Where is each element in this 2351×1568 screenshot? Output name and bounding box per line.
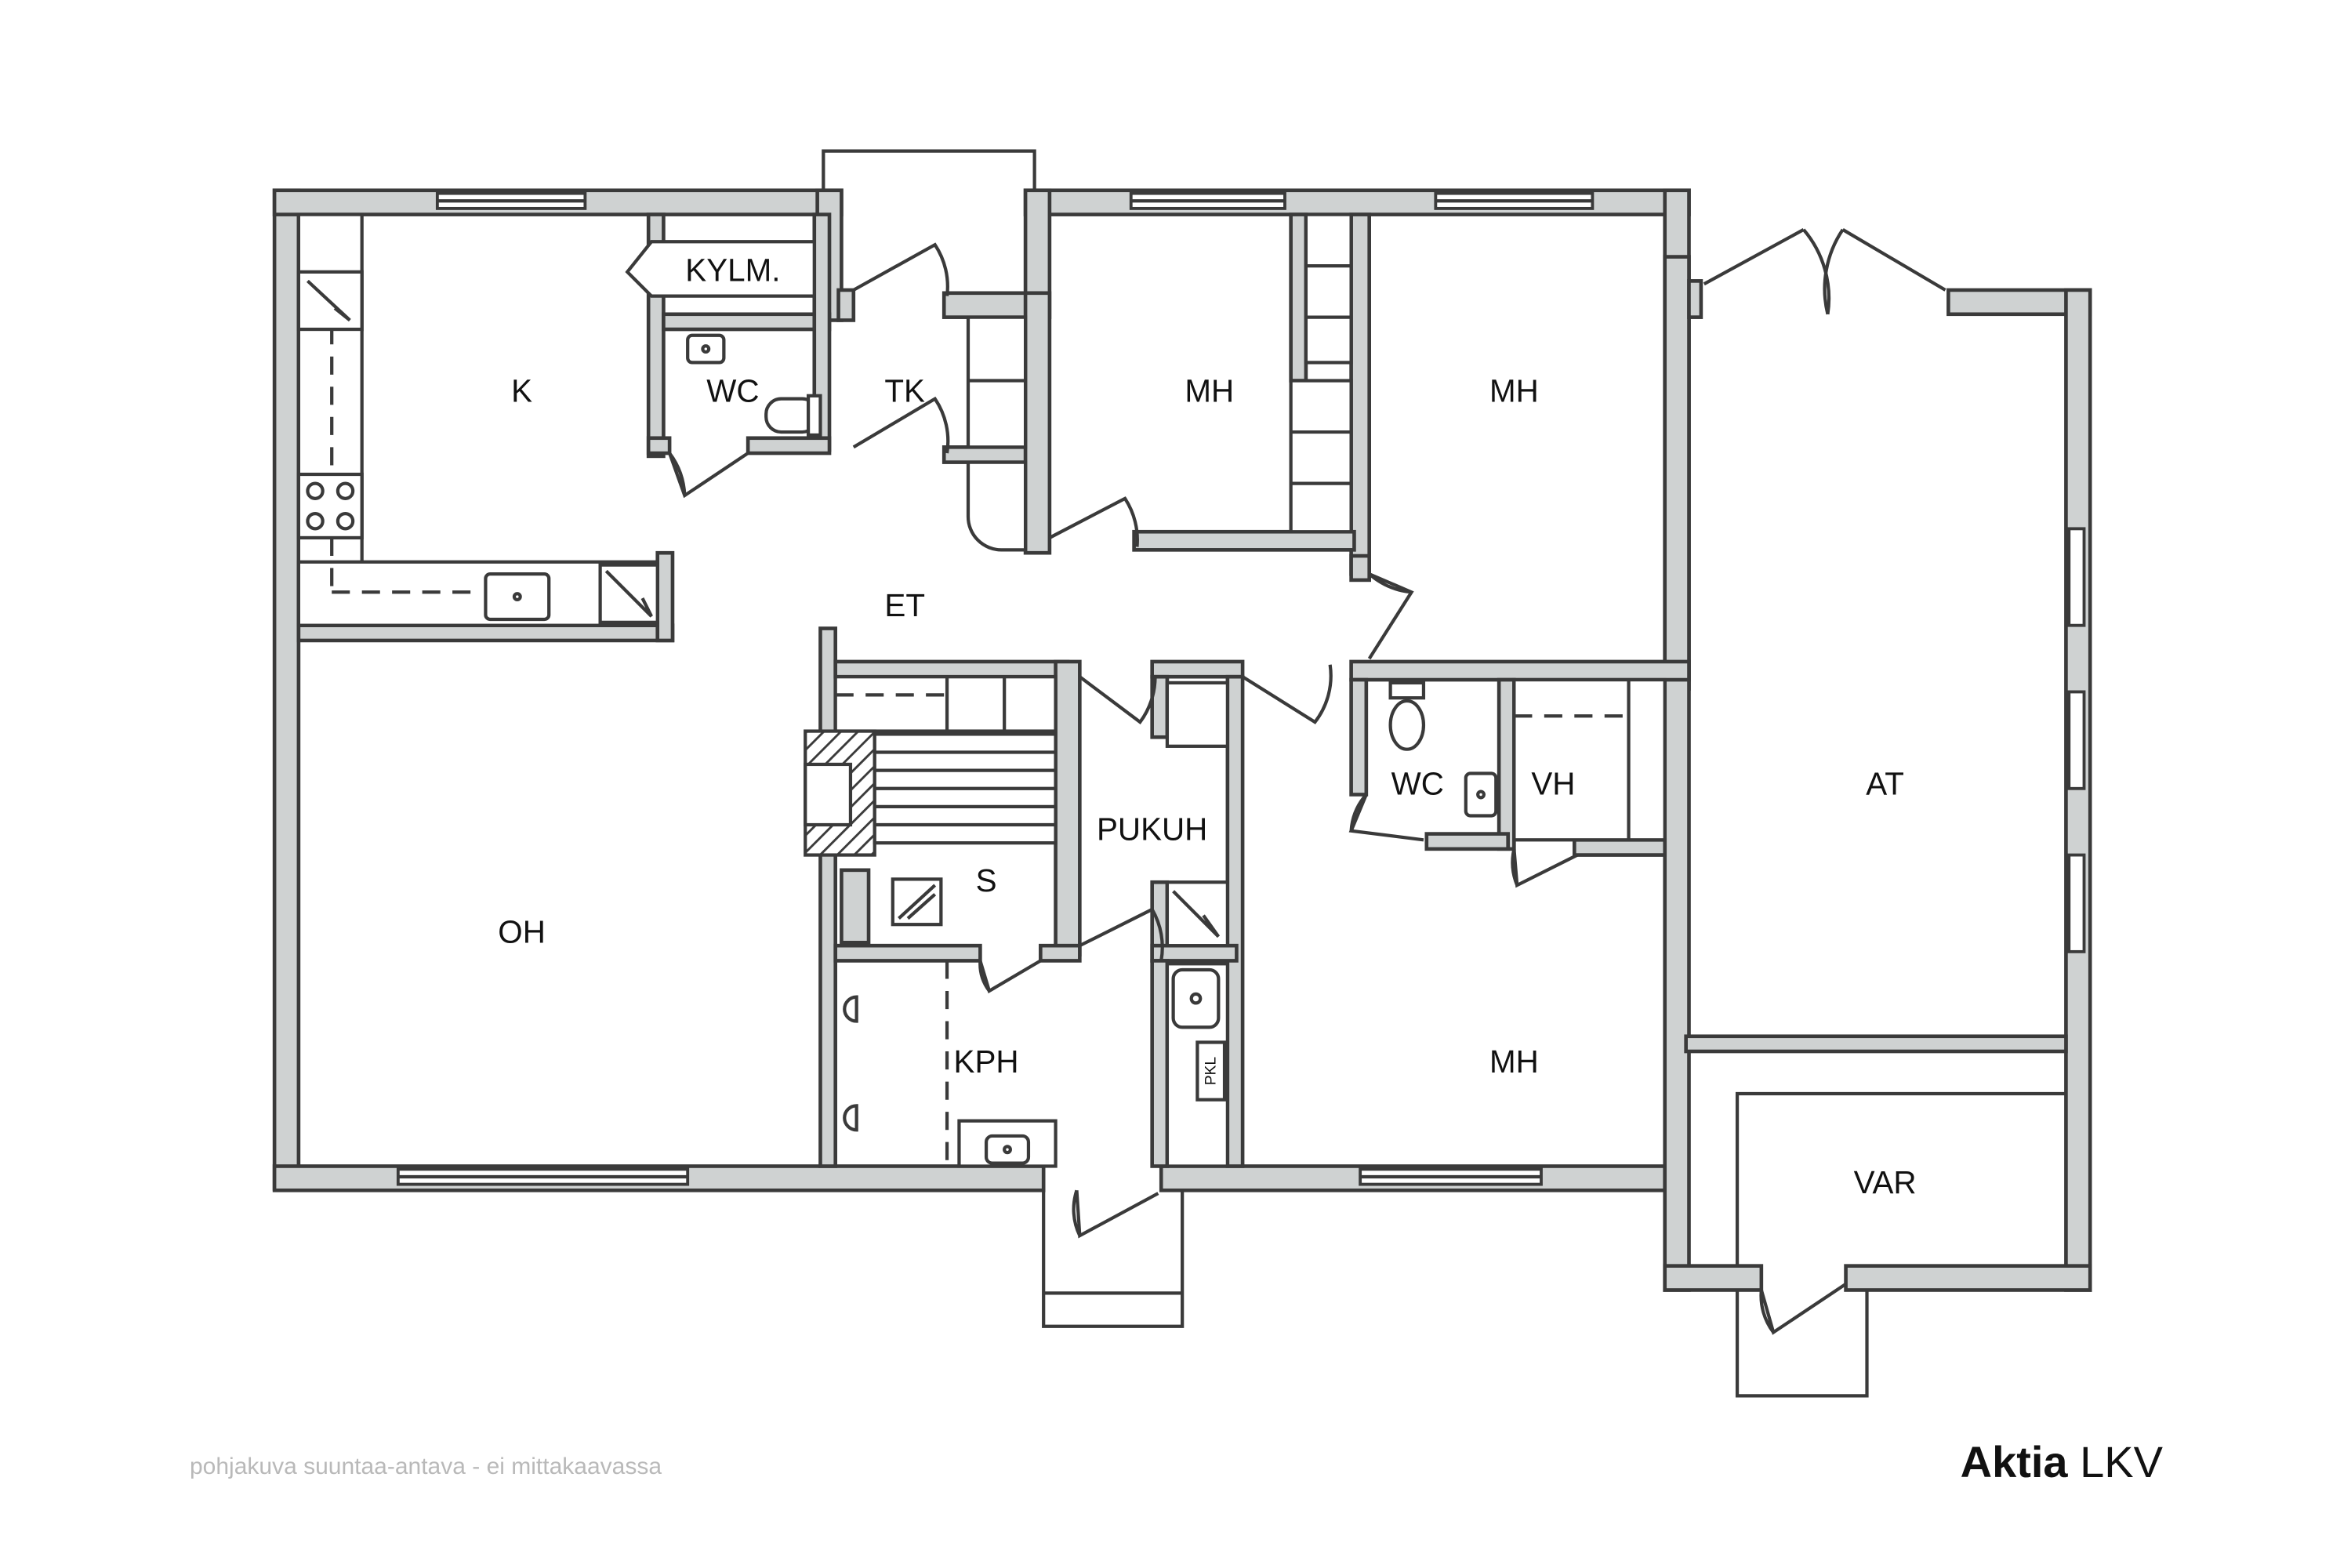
room-labels: K KYLM. WC TK MH MH ET AT OH PUKUH S WC …: [498, 252, 1916, 1200]
room-label-oh: OH: [498, 913, 546, 949]
room-label-s: S: [976, 862, 997, 898]
room-label-mh-3: MH: [1489, 1044, 1539, 1080]
pkl-label: PKL: [1203, 1057, 1219, 1086]
room-label-wc: WC: [706, 372, 759, 408]
exterior-landings: [822, 149, 1869, 1398]
room-label-vh: VH: [1531, 765, 1575, 801]
room-label-mh-2: MH: [1489, 372, 1539, 408]
logo-brand: Aktia: [1960, 1437, 2068, 1486]
room-label-kph: KPH: [954, 1044, 1019, 1080]
room-label-at: AT: [1866, 765, 1904, 801]
logo-suffix: LKV: [2080, 1437, 2163, 1486]
room-label-pukuh: PUKUH: [1097, 811, 1207, 847]
room-label-tk: TK: [884, 372, 925, 408]
room-label-var: VAR: [1854, 1164, 1917, 1200]
disclaimer-note: pohjakuva suuntaa-antava - ei mittakaava…: [190, 1454, 662, 1479]
room-label-k: K: [511, 372, 532, 408]
room-label-mh-1: MH: [1185, 372, 1234, 408]
room-label-kylm: KYLM.: [685, 252, 780, 288]
brand-logo: Aktia LKV: [1961, 1436, 2163, 1487]
windows: [396, 191, 2086, 1186]
room-label-wc-2: WC: [1391, 765, 1444, 801]
doors: [668, 228, 1946, 1335]
fixtures: [296, 212, 2066, 1266]
room-label-et: ET: [884, 587, 925, 623]
